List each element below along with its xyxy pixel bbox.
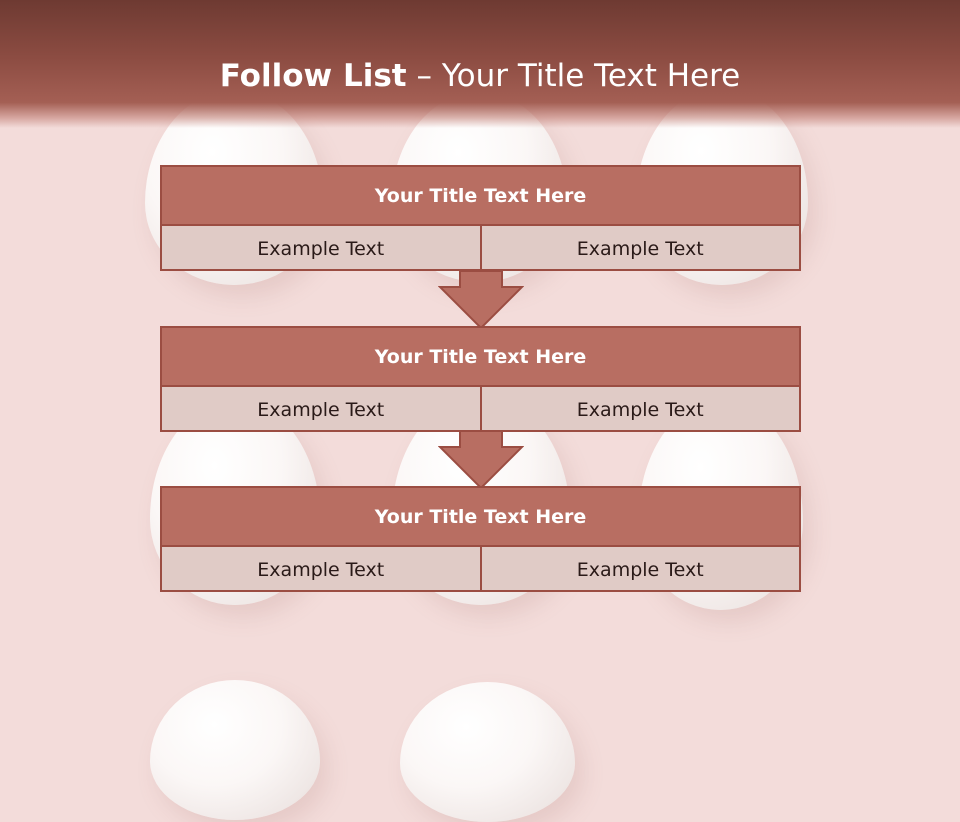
step-card-left-text: Example Text — [162, 547, 482, 592]
down-arrow-icon — [438, 430, 524, 490]
step-card-body: Example Text Example Text — [162, 547, 799, 592]
step-card-left-text: Example Text — [162, 226, 482, 271]
step-card-1: Your Title Text Here Example Text Exampl… — [160, 165, 801, 271]
slide-title: Follow List – Your Title Text Here — [0, 56, 960, 96]
egg-image — [150, 680, 320, 820]
down-arrow-icon — [438, 270, 524, 330]
step-card-right-text: Example Text — [576, 237, 704, 260]
step-card-right-text: Example Text — [576, 398, 704, 421]
title-band — [0, 0, 960, 128]
step-card-2: Your Title Text Here Example Text Exampl… — [160, 326, 801, 432]
egg-image — [400, 682, 575, 822]
slide-title-rest: – Your Title Text Here — [406, 58, 741, 94]
step-card-right-text: Example Text — [576, 558, 704, 581]
step-card-title: Your Title Text Here — [162, 328, 799, 387]
step-card-title: Your Title Text Here — [162, 488, 799, 547]
step-card-3: Your Title Text Here Example Text Exampl… — [160, 486, 801, 592]
step-card-body: Example Text Example Text — [162, 226, 799, 271]
step-card-body: Example Text Example Text — [162, 387, 799, 432]
slide-title-bold: Follow List — [219, 58, 407, 94]
step-card-title: Your Title Text Here — [162, 167, 799, 226]
step-card-left-text: Example Text — [162, 387, 482, 432]
